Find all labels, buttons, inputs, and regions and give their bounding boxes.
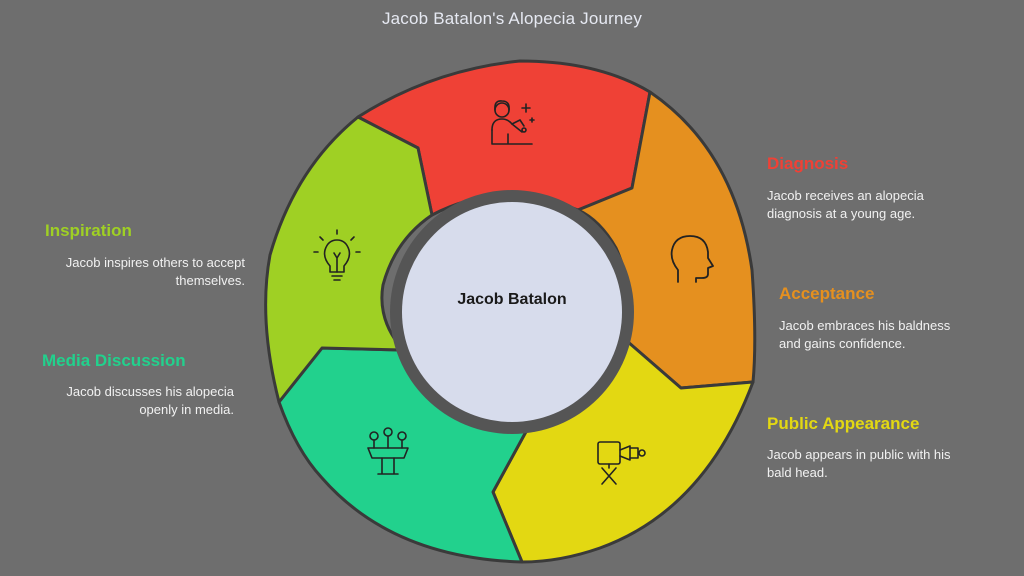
stage-desc-public-appearance: Jacob appears in public with his bald he… <box>767 446 951 482</box>
hub <box>402 202 622 422</box>
segment-acceptance[interactable] <box>576 90 757 390</box>
video-camera-icon <box>597 441 646 485</box>
desc-line: Jacob receives an alopecia <box>767 188 924 203</box>
stage-label-diagnosis: Diagnosis <box>767 154 849 173</box>
stage-label-media-discussion: Media Discussion <box>42 351 186 370</box>
stage-desc-inspiration: Jacob inspires others to accept themselv… <box>20 254 245 290</box>
desc-line: Jacob discusses his alopecia <box>66 384 234 399</box>
stage-desc-media-discussion: Jacob discusses his alopecia openly in m… <box>20 383 234 419</box>
lightbulb-icon <box>313 229 361 281</box>
desc-line: bald head. <box>767 465 828 480</box>
stage-label-inspiration: Inspiration <box>45 221 132 240</box>
desc-line: Jacob inspires others to accept <box>65 255 245 270</box>
desc-line: openly in media. <box>139 402 234 417</box>
desc-line: themselves. <box>175 273 245 288</box>
diagram-title: Jacob Batalon's Alopecia Journey <box>381 9 643 28</box>
desc-line: Jacob appears in public with his <box>767 447 951 462</box>
press-podium-icon <box>367 427 409 475</box>
stage-desc-acceptance: Jacob embraces his baldness and gains co… <box>779 317 950 353</box>
desc-line: and gains confidence. <box>779 336 906 351</box>
center-label: Jacob Batalon <box>457 291 566 308</box>
stage-desc-diagnosis: Jacob receives an alopecia diagnosis at … <box>767 187 924 223</box>
desc-line: Jacob embraces his baldness <box>779 318 951 333</box>
desc-line: diagnosis at a young age. <box>767 206 916 221</box>
stage-label-acceptance: Acceptance <box>779 284 875 303</box>
stage-label-public-appearance: Public Appearance <box>767 414 920 433</box>
head-profile-icon <box>670 235 714 283</box>
doctor-icon <box>491 100 535 145</box>
